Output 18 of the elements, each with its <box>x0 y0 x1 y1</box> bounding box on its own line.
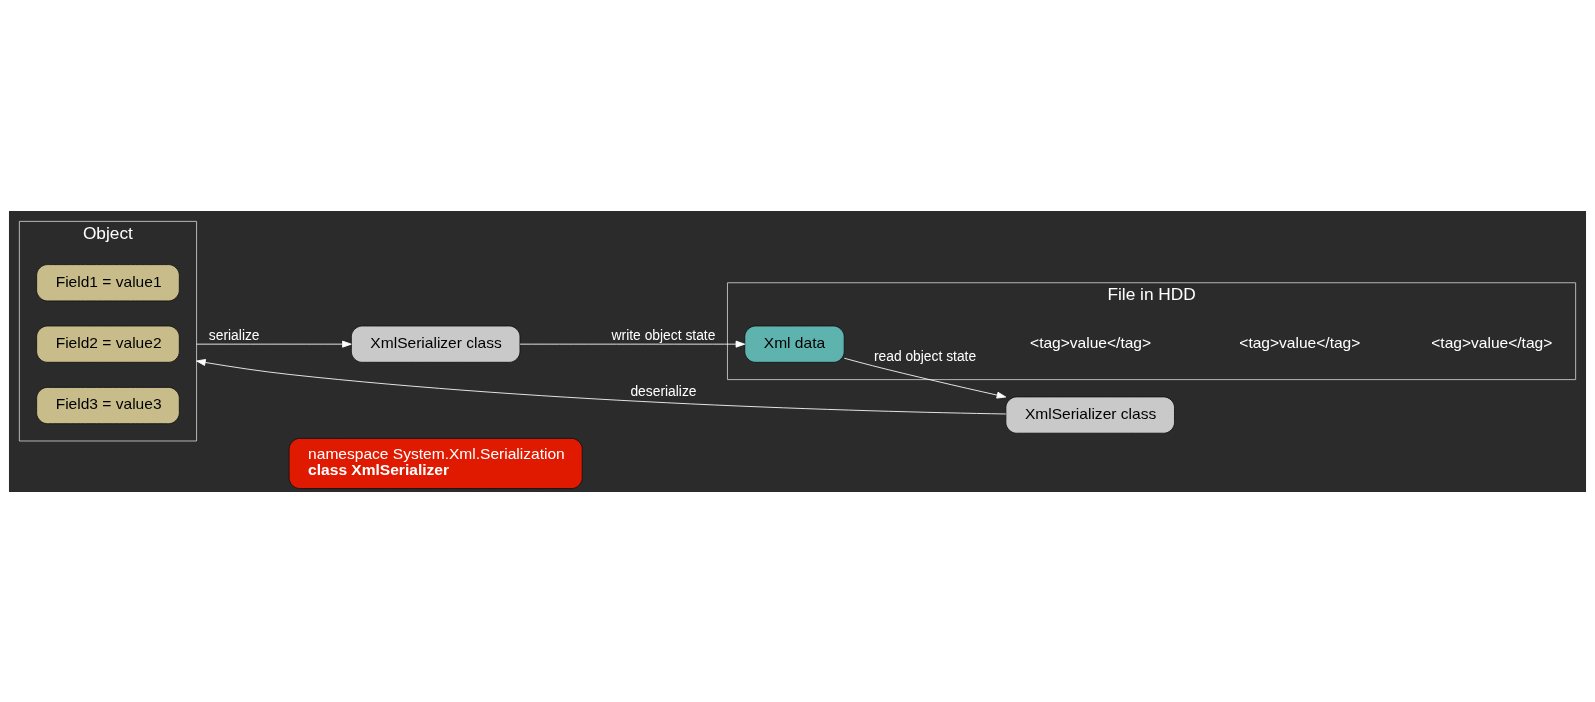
label: <tag>value</tag> <box>1030 333 1152 351</box>
edge-label: deserialize <box>630 382 697 399</box>
label: <tag>value</tag> <box>1239 333 1361 351</box>
arrow <box>196 358 1007 414</box>
node-box: Xml data <box>744 325 845 363</box>
node-box: XmlSerializer class <box>1005 395 1175 434</box>
node-box: XmlSerializer class <box>350 325 521 363</box>
edge-label: write object state <box>611 326 716 343</box>
edge-label: serialize <box>208 326 260 343</box>
arrow <box>843 357 1007 399</box>
arrow <box>196 340 352 348</box>
arrow <box>519 340 746 348</box>
node-box: Field3 = value3 <box>36 386 180 424</box>
node-box: namespace System.Xml.Serialization class XmlSerializer <box>288 437 583 489</box>
edge-label: read object state <box>873 347 977 364</box>
label: <tag>value</tag> <box>1431 333 1553 351</box>
node-box: Field2 = value2 <box>36 325 180 363</box>
node-box: Field1 = value1 <box>36 263 180 301</box>
